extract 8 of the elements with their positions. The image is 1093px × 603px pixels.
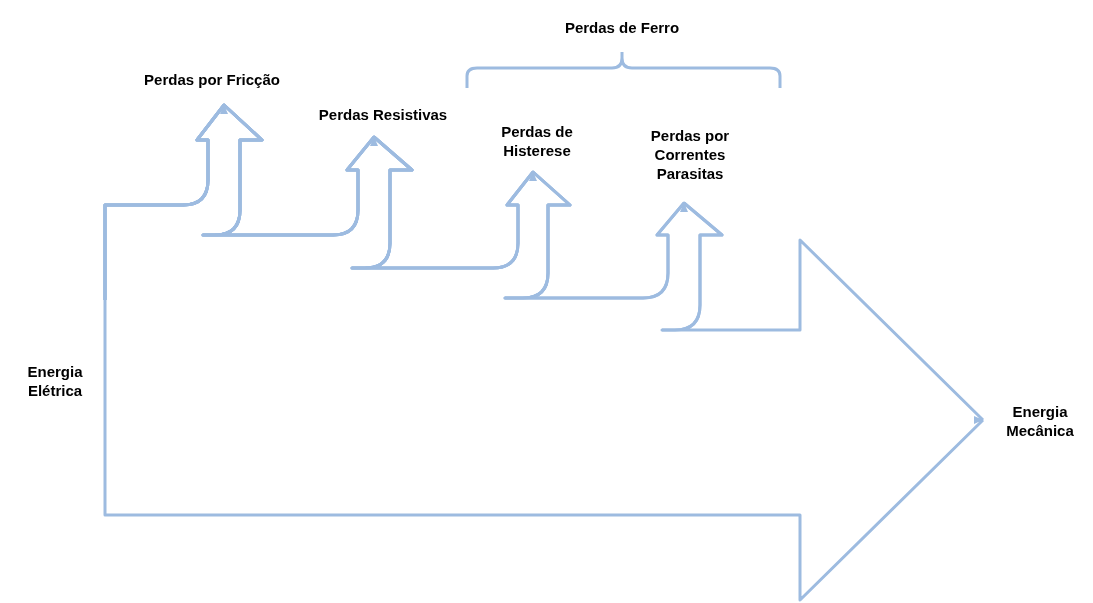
output-label: Energia Mecânica bbox=[995, 402, 1085, 440]
group-label: Perdas de Ferro bbox=[563, 18, 681, 37]
loss-label: Perdas Resistivas bbox=[298, 105, 468, 124]
loss-label: Perdas por Correntes Parasitas bbox=[642, 126, 738, 183]
input-label: Energia Elétrica bbox=[7, 362, 103, 400]
sankey-arrow bbox=[103, 103, 985, 602]
loss-label: Perdas por Fricção bbox=[127, 70, 297, 89]
loss-label: Perdas de Histerese bbox=[492, 122, 582, 160]
